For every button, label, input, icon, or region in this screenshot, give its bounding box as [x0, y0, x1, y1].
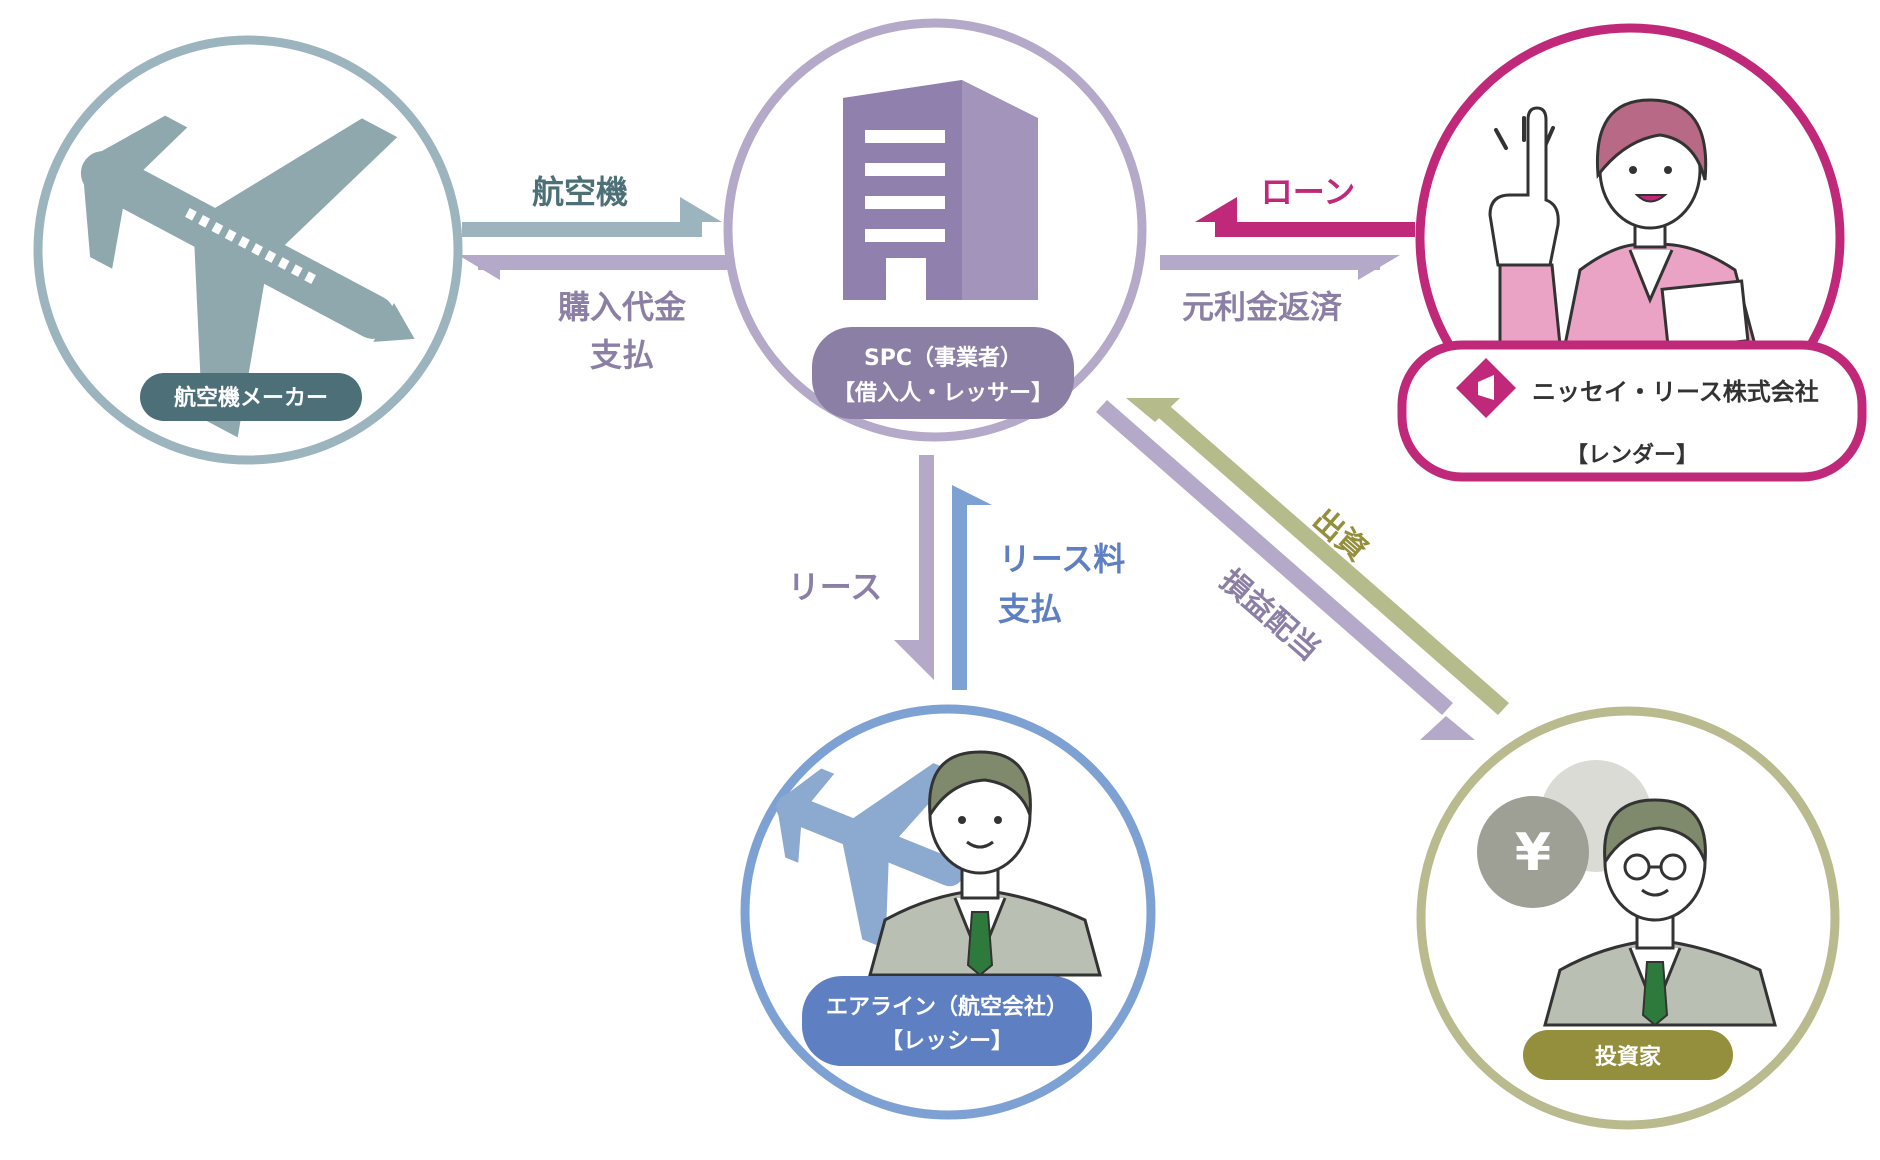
flow-label-lease-fee-line2: 支払 — [998, 590, 1062, 628]
lender-node: ニッセイ・リース株式会社 【レンダー】 — [1397, 23, 1867, 482]
arrow-lease — [894, 455, 934, 680]
spc-node: SPC（事業者） 【借入人・レッサー】 — [723, 18, 1147, 442]
maker-node: 航空機メーカー — [33, 35, 463, 465]
businessman-glasses-icon — [1543, 798, 1777, 1027]
businessman-icon — [868, 750, 1102, 977]
maker-pill — [140, 373, 362, 421]
investor-label: 投資家 — [1595, 1044, 1662, 1070]
investor-pill — [1523, 1030, 1733, 1080]
arrow-aircraft — [462, 197, 722, 237]
nissay-logo-icon — [1456, 358, 1516, 418]
businesswoman-icon — [1488, 98, 1757, 351]
airline-label-line1: エアライン（航空会社） — [826, 994, 1068, 1020]
arrow-investment — [1126, 398, 1509, 715]
flow-label-purchase-line1: 購入代金 — [558, 288, 687, 326]
building-icon — [843, 80, 1038, 300]
small-airplane-icon — [776, 763, 964, 949]
flow-label-lease-fee-line1: リース料 — [999, 540, 1125, 578]
svg-text:¥: ¥ — [1515, 823, 1551, 883]
maker-windows — [185, 208, 316, 284]
flow-label-aircraft: 航空機 — [532, 173, 628, 211]
spc-pill — [812, 327, 1074, 419]
flow-label-repayment: 元利金返済 — [1182, 288, 1343, 326]
spc-label-line2: 【借入人・レッサー】 — [833, 381, 1053, 406]
investor-node: ¥ 投資家 — [1416, 706, 1840, 1130]
flow-label-investment: 出資 — [1306, 502, 1374, 568]
lender-label: 【レンダー】 — [1566, 442, 1698, 468]
spc-label-line1: SPC（事業者） — [864, 345, 1022, 371]
flow-label-lease: リース — [788, 568, 882, 606]
lender-logo-text: ニッセイ・リース株式会社 — [1532, 378, 1819, 406]
flow-label-loan: ローン — [1261, 173, 1355, 211]
arrow-dividend — [1096, 400, 1475, 740]
flow-label-purchase-line2: 支払 — [590, 336, 654, 374]
airline-pill — [802, 976, 1092, 1066]
arrow-lease-fee — [952, 485, 992, 690]
lender-panel — [1397, 340, 1867, 482]
arrow-repayment — [1160, 255, 1400, 280]
arrow-loan — [1195, 197, 1415, 237]
airline-label-line2: 【レッシー】 — [881, 1029, 1013, 1054]
maker-label: 航空機メーカー — [174, 385, 328, 411]
airline-node: エアライン（航空会社） 【レッシー】 — [740, 704, 1156, 1120]
arrow-purchase-payment — [458, 255, 728, 280]
